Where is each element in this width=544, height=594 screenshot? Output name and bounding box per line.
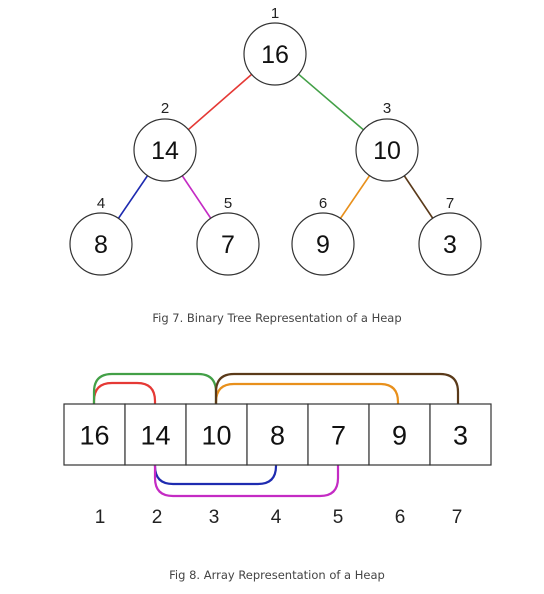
tree-node-circle (196, 212, 260, 276)
array-cell-value: 14 (140, 421, 170, 451)
tree-node-index: 4 (97, 195, 105, 212)
tree-node: 96 (291, 195, 355, 276)
tree-node-circle (243, 22, 307, 86)
array-arc-1-3 (92, 372, 218, 404)
array-index-label: 2 (152, 507, 163, 528)
array-caption: Fig 8. Array Representation of a Heap (169, 568, 385, 582)
array-arc-2-5 (153, 465, 340, 498)
array-index-label: 1 (95, 507, 106, 528)
array-cell: 16 (63, 403, 126, 466)
tree-node-circle (355, 118, 419, 182)
array-cell: 10 (185, 403, 248, 466)
array-indices: 1 2 3 4 5 6 7 (95, 507, 463, 528)
array-cell: 9 (368, 403, 431, 466)
tree-edge-2-4 (117, 175, 149, 219)
array-cell-box (185, 403, 248, 466)
array-index-label: 4 (271, 507, 282, 528)
tree-node-value: 16 (261, 41, 289, 69)
tree-node-circle (291, 212, 355, 276)
array-index-label: 5 (333, 507, 344, 528)
tree-edge-2-5 (181, 175, 212, 219)
array-cell-value: 8 (270, 421, 285, 451)
array-cells: 16 14 10 8 7 9 3 (63, 403, 492, 466)
tree-node-index: 2 (161, 100, 169, 117)
array-arc-2-4 (153, 465, 278, 486)
array-index-label: 7 (452, 507, 463, 528)
array-arc-3-7 (214, 372, 460, 404)
tree-node-index: 5 (224, 195, 232, 212)
array-cell: 8 (246, 403, 309, 466)
array-cell-value: 10 (201, 421, 231, 451)
tree-node: 10 3 (355, 100, 419, 182)
array-index-label: 6 (395, 507, 406, 528)
array-cell: 7 (307, 403, 370, 466)
array-arc-3-6 (214, 382, 400, 404)
array-cell-box (429, 403, 492, 466)
tree-node-index: 7 (446, 195, 454, 212)
tree-edge-1-2 (187, 73, 253, 131)
array-arcs (92, 372, 460, 498)
array-index-label: 3 (209, 507, 220, 528)
tree-node: 16 1 (243, 5, 307, 86)
tree-node: 37 (418, 195, 482, 276)
tree-node-circle (69, 212, 133, 276)
array-cell: 3 (429, 403, 492, 466)
tree-node-value: 8 (94, 231, 108, 259)
array-cell: 14 (124, 403, 187, 466)
array-cell-box (307, 403, 370, 466)
tree-node-circle (418, 212, 482, 276)
tree-node: 14 2 (133, 100, 197, 182)
tree-edge-3-7 (403, 175, 434, 219)
tree-node-value: 9 (316, 231, 330, 259)
tree-node: 75 (196, 195, 260, 276)
tree-edge-1-3 (298, 73, 364, 131)
tree-node-value: 7 (221, 231, 235, 259)
array-arc-1-2 (92, 381, 157, 404)
array-cell-value: 16 (79, 421, 109, 451)
tree-node: 84 (69, 195, 133, 276)
tree-edges (117, 73, 434, 219)
tree-node-value: 3 (443, 231, 457, 259)
tree-node-index: 6 (319, 195, 327, 212)
array-cell-value: 7 (331, 421, 346, 451)
tree-caption: Fig 7. Binary Tree Representation of a H… (152, 311, 401, 325)
array-cell-value: 9 (392, 421, 407, 451)
tree-node-index: 1 (271, 5, 279, 22)
tree-node-value: 10 (373, 137, 401, 165)
tree-node-circle (133, 118, 197, 182)
array-cell-value: 3 (453, 421, 468, 451)
tree-node-value: 14 (151, 137, 179, 165)
tree-node-index: 3 (383, 100, 391, 117)
tree-edge-3-6 (339, 175, 371, 219)
